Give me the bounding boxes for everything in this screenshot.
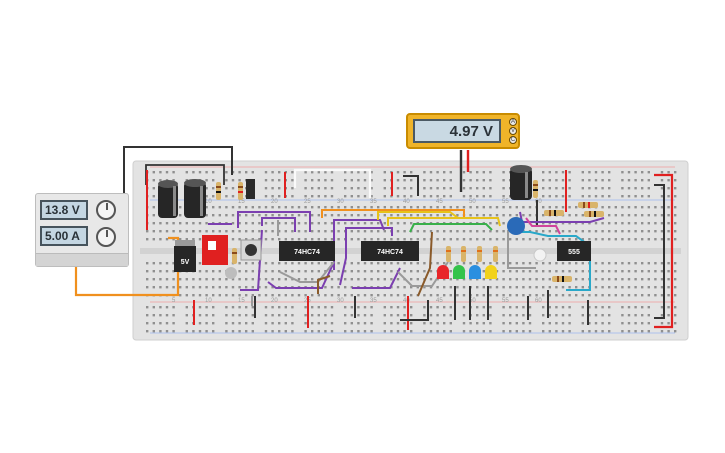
wire-orange-psu[interactable] <box>74 236 180 297</box>
wire-purple-6[interactable] <box>339 227 393 286</box>
timer-label: 555 <box>568 249 580 256</box>
column-number-55-bottom: 55 <box>502 298 509 304</box>
voltage-regulator[interactable]: 5V <box>174 240 196 272</box>
resistor-4[interactable] <box>544 210 564 216</box>
wire-purple-4[interactable] <box>267 261 335 289</box>
column-number-30-top: 30 <box>337 199 344 205</box>
column-number-30-bottom: 30 <box>337 298 344 304</box>
wire-purple-1[interactable] <box>237 211 311 232</box>
capacitor-electrolytic-1[interactable] <box>158 180 178 218</box>
capacitor-electrolytic-3[interactable] <box>510 165 532 200</box>
resistor-2[interactable] <box>238 182 243 200</box>
wire-black-v-3[interactable] <box>400 300 429 321</box>
column-number-20-top: 20 <box>271 199 278 205</box>
led-resistor-2[interactable] <box>461 246 466 262</box>
wire-purple-7[interactable] <box>352 267 401 289</box>
column-number-5-bottom: 5 <box>172 298 176 304</box>
wire-white[interactable] <box>293 168 372 198</box>
led-green[interactable] <box>453 265 465 279</box>
white-led[interactable] <box>533 248 547 262</box>
wire-gray-1[interactable] <box>279 261 335 283</box>
resistor-3[interactable] <box>533 180 538 198</box>
led-resistor-3[interactable] <box>477 246 482 262</box>
dip-switch[interactable] <box>202 235 228 265</box>
column-number-25-top: 25 <box>304 199 311 205</box>
resistor-7[interactable] <box>552 276 572 282</box>
chip-555[interactable]: 555 <box>557 241 591 261</box>
column-number-15-bottom: 15 <box>238 298 245 304</box>
multimeter[interactable]: 4.97 V A V C <box>406 113 520 149</box>
wire-orange-top[interactable] <box>321 209 465 218</box>
column-number-40-bottom: 40 <box>403 298 410 304</box>
chip-74hc74-1[interactable]: 74HC74 <box>279 241 335 261</box>
column-number-50-top: 50 <box>469 199 476 205</box>
wire-green[interactable] <box>409 223 493 233</box>
chip-74hc74-2[interactable]: 74HC74 <box>361 241 419 261</box>
wire-black-v-10[interactable] <box>403 175 419 196</box>
wire-yellow-1[interactable] <box>377 211 459 220</box>
wire-purple-2[interactable] <box>261 217 296 232</box>
wire-brown-2[interactable] <box>417 231 433 297</box>
power-supply[interactable]: 13.8 V 5.00 A <box>35 193 129 267</box>
resistor-8[interactable] <box>232 248 237 264</box>
column-number-60-top: 60 <box>535 199 542 205</box>
led-blue[interactable] <box>469 265 481 279</box>
voltage-knob[interactable] <box>96 200 116 220</box>
wire-yellow-2[interactable] <box>387 217 501 227</box>
chip-2-label: 74HC74 <box>377 249 403 256</box>
regulator-label: 5V <box>181 259 190 266</box>
capacitor-black[interactable] <box>246 179 255 199</box>
column-number-50-bottom: 50 <box>469 298 476 304</box>
psu-voltage-display: 13.8 V <box>40 200 88 220</box>
column-number-35-top: 35 <box>370 199 377 205</box>
transistor[interactable] <box>225 267 237 279</box>
column-number-20-bottom: 20 <box>271 298 278 304</box>
resistor-5[interactable] <box>578 202 598 208</box>
wire-red-rail-3[interactable] <box>654 173 674 329</box>
column-number-10-top: 10 <box>205 199 212 205</box>
led-yellow[interactable] <box>485 265 497 279</box>
wire-magenta[interactable] <box>525 217 561 235</box>
psu-current-display: 5.00 A <box>40 226 88 246</box>
wire-purple-9[interactable] <box>519 211 605 223</box>
wire-gray-3[interactable] <box>507 230 536 269</box>
wire-brown-1[interactable] <box>317 275 331 294</box>
column-number-35-bottom: 35 <box>370 298 377 304</box>
column-number-10-bottom: 10 <box>205 298 212 304</box>
wire-cyan[interactable] <box>520 231 591 291</box>
column-number-60-bottom: 60 <box>535 298 542 304</box>
column-number-55-top: 55 <box>502 199 509 205</box>
column-number-40-top: 40 <box>403 199 410 205</box>
column-number-15-top: 15 <box>238 199 245 205</box>
capacitor-ceramic[interactable] <box>507 217 525 235</box>
capacitor-electrolytic-2[interactable] <box>184 179 206 218</box>
chip-1-label: 74HC74 <box>294 249 320 256</box>
resistor-1[interactable] <box>216 182 221 200</box>
multimeter-jack-v[interactable]: V <box>509 127 517 135</box>
multimeter-display: 4.97 V <box>413 119 501 143</box>
resistor-6[interactable] <box>584 211 604 217</box>
pushbutton[interactable] <box>240 239 262 261</box>
column-number-45-bottom: 45 <box>436 298 443 304</box>
led-resistor-1[interactable] <box>446 246 451 262</box>
column-number-45-top: 45 <box>436 199 443 205</box>
current-knob[interactable] <box>96 227 116 247</box>
led-red[interactable] <box>437 265 449 279</box>
psu-base <box>36 253 128 266</box>
multimeter-jack-c[interactable]: C <box>509 136 517 144</box>
wire-black-right[interactable] <box>654 184 665 319</box>
multimeter-jack-a[interactable]: A <box>509 118 517 126</box>
led-resistor-4[interactable] <box>493 246 498 262</box>
